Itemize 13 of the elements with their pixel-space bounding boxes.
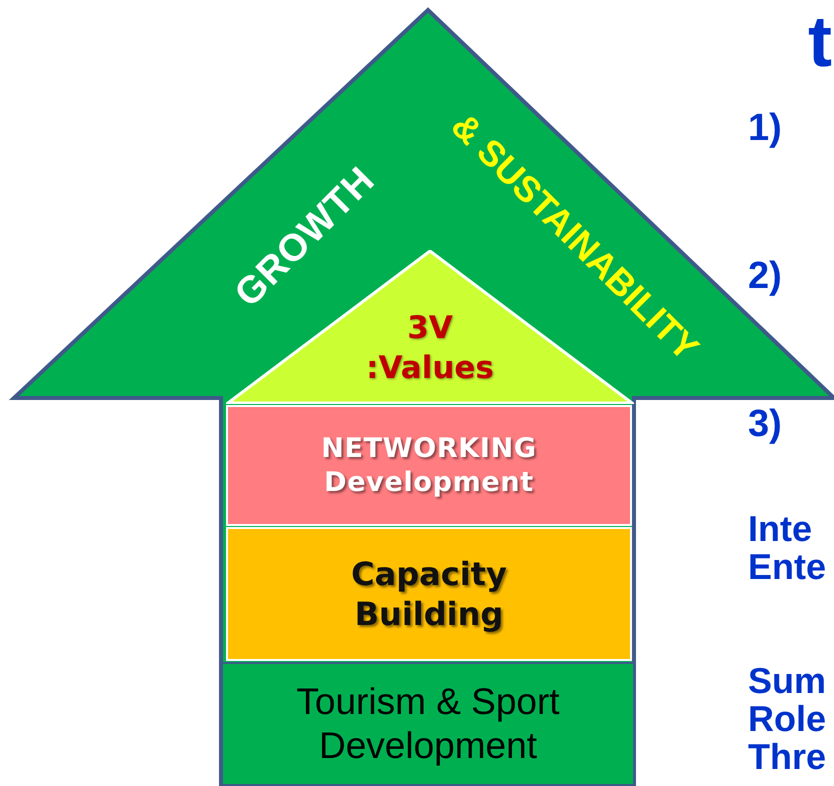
layer-label: Capacity Building bbox=[350, 554, 508, 634]
layer-label: NETWORKING Development bbox=[320, 432, 538, 500]
heading-text: t bbox=[808, 2, 832, 82]
heading-text: 3) bbox=[748, 402, 782, 446]
layer-box bbox=[226, 405, 632, 526]
heading-text: 1) bbox=[748, 106, 782, 150]
heading-text: 2) bbox=[748, 254, 782, 298]
layer-box bbox=[226, 527, 632, 661]
base-box bbox=[221, 662, 635, 786]
base-label: Tourism & Sport Development bbox=[295, 680, 561, 768]
roof-label: 3V :Values bbox=[365, 310, 494, 388]
heading-text: Sum Role Thre bbox=[748, 662, 828, 776]
heading-text: Inte Ente bbox=[748, 510, 828, 586]
